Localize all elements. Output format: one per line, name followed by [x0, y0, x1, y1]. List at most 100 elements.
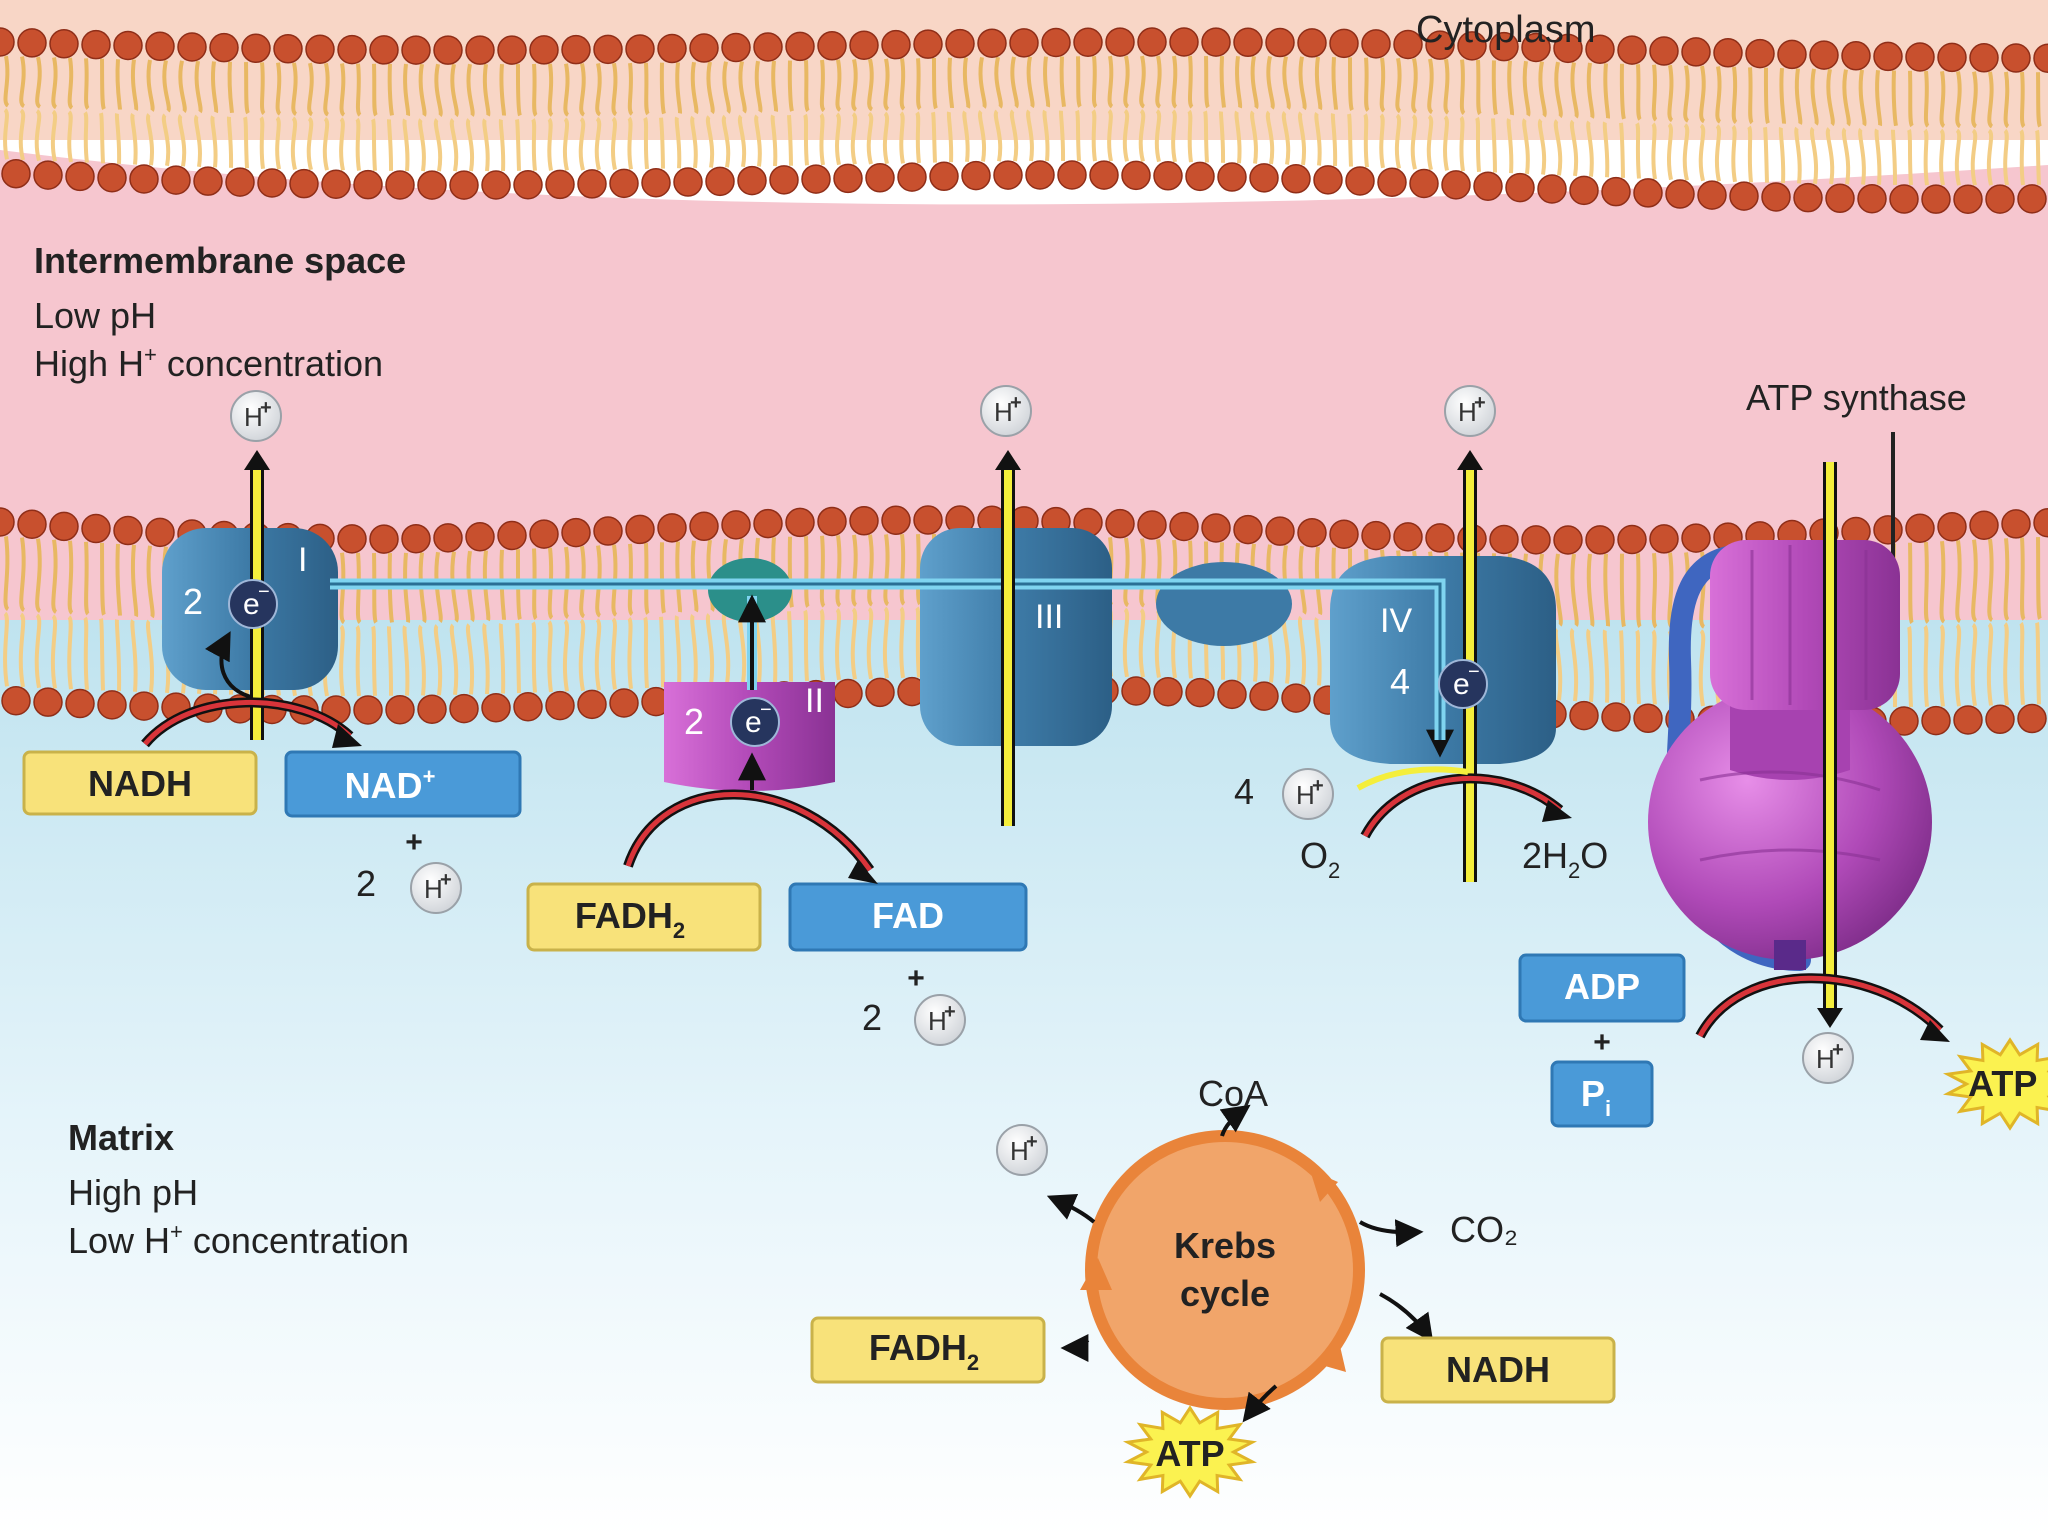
svg-text:NAD+: NAD+	[345, 764, 436, 806]
svg-text:−: −	[1468, 661, 1480, 683]
atp-synthase-neck	[1730, 700, 1850, 780]
nadh-box-krebs: NADH	[1380, 1336, 1616, 1404]
proton-token-fad: H+	[914, 994, 966, 1046]
proton-token-complex-i: H+	[230, 390, 282, 442]
svg-text:ATP: ATP	[1155, 1433, 1224, 1474]
adp-plus-sign: +	[1593, 1026, 1611, 1059]
proton-token-oxygen: H+	[1282, 768, 1334, 820]
svg-text:+: +	[1010, 392, 1022, 414]
atp-star-synthase: ATP	[1942, 1037, 2048, 1131]
svg-text:H: H	[928, 1006, 947, 1036]
svg-text:+: +	[1832, 1039, 1844, 1061]
krebs-label-line1: Krebs	[1174, 1225, 1276, 1266]
proton-token-complex-iv: H+	[1444, 385, 1496, 437]
proton-tokens: H+H+H+H+H+H+H+H+	[230, 385, 1854, 1176]
complex-i-electron-arrow	[205, 631, 256, 700]
svg-text:H: H	[1296, 780, 1315, 810]
complex-i-electron-count: 2	[183, 581, 203, 622]
coa-label: CoA	[1198, 1073, 1268, 1114]
electron-token-3: e −	[1438, 659, 1488, 709]
krebs-cycle-circle	[1085, 1130, 1365, 1410]
fadh2-arc-head	[848, 860, 878, 884]
intermembrane-concentration: High H+ concentration	[34, 342, 383, 384]
svg-text:+: +	[260, 397, 272, 419]
svg-text:ADP: ADP	[1564, 966, 1640, 1007]
svg-text:FADH2: FADH2	[575, 895, 685, 943]
intermembrane-title: Intermembrane space	[34, 240, 406, 281]
oxygen-arc-head	[1542, 800, 1572, 822]
electron-token-1: e −	[228, 579, 278, 629]
ubiquinone	[708, 558, 792, 622]
svg-text:Pi: Pi	[1581, 1073, 1611, 1121]
outer-membrane-tails	[3, 55, 2042, 186]
nad-proton-count: 2	[356, 863, 376, 904]
fad-box: FAD	[788, 882, 1028, 952]
svg-text:e: e	[745, 706, 762, 739]
complex-iii	[920, 528, 1112, 746]
coa-arrow	[1219, 1104, 1251, 1137]
svg-text:FAD: FAD	[872, 895, 944, 936]
co2-arrow	[1358, 1219, 1424, 1248]
krebs-cycle-arrow-2	[1318, 1346, 1346, 1372]
fad-proton-count: 2	[862, 997, 882, 1038]
svg-text:−: −	[258, 581, 270, 603]
krebs-cycle-arrow-3	[1080, 1258, 1112, 1290]
proton-channel-atp-synthase	[1817, 462, 1843, 1028]
svg-text:H: H	[1458, 397, 1477, 427]
krebs-nadh-arrow	[1379, 1292, 1434, 1343]
svg-text:H: H	[994, 397, 1013, 427]
cytoplasm-label: Cytoplasm	[1416, 9, 1596, 51]
atp-arc	[1697, 975, 1942, 1038]
oxygen-proton-count: 4	[1234, 771, 1254, 812]
proton-channel-iii	[995, 450, 1021, 826]
atp-synthase-base	[1774, 940, 1806, 970]
krebs-cycle-arrow-1	[1310, 1170, 1338, 1202]
outer-membrane-heads	[0, 27, 2048, 214]
fadh2-box-krebs: FADH2	[810, 1316, 1046, 1384]
krebs-fadh2-arrow	[1060, 1333, 1090, 1362]
oxygen-arc	[1362, 775, 1562, 838]
electron-token-2: e −	[730, 697, 780, 747]
atp-synthase-fo	[1710, 540, 1900, 710]
intermembrane-ph: Low pH	[34, 295, 156, 336]
svg-text:e: e	[1453, 668, 1470, 701]
complex-iv-electron-count: 4	[1390, 661, 1410, 702]
svg-text:H: H	[1010, 1136, 1029, 1166]
atp-star-krebs: ATP	[1122, 1405, 1258, 1499]
adp-box: ADP	[1518, 953, 1686, 1023]
water-label: 2H2O	[1522, 835, 1608, 883]
proton-token-atp-synthase: H+	[1802, 1032, 1854, 1084]
svg-text:H: H	[244, 402, 263, 432]
krebs-atp-arrow	[1242, 1384, 1278, 1423]
matrix-concentration: Low H+ concentration	[68, 1219, 409, 1261]
intermembrane-region	[0, 150, 2048, 620]
krebs-label-line2: cycle	[1180, 1273, 1270, 1314]
complex-ii-label: II	[805, 682, 824, 720]
oxygen-label: O2	[1300, 835, 1340, 883]
svg-text:NADH: NADH	[1446, 1349, 1550, 1390]
phosphate-box: Pi	[1550, 1060, 1654, 1128]
svg-text:+: +	[1474, 392, 1486, 414]
proton-token-complex-iii: H+	[980, 385, 1032, 437]
atp-synthase-label: ATP synthase	[1746, 377, 1967, 418]
svg-text:e: e	[243, 588, 260, 621]
nad-plus-box: NAD+	[284, 750, 522, 818]
fad-plus-sign: +	[907, 962, 925, 995]
nadh-box: NADH	[22, 750, 258, 816]
nadh-arc-head	[332, 724, 362, 748]
complex-ii-electron-count: 2	[684, 701, 704, 742]
cytoplasm-region	[0, 0, 2048, 140]
complex-i-label: I	[298, 541, 307, 579]
matrix-ph: High pH	[68, 1172, 198, 1213]
co2-label: CO₂	[1450, 1209, 1518, 1250]
complex-iv-label: IV	[1380, 602, 1412, 640]
svg-text:+: +	[1026, 1131, 1038, 1153]
svg-text:ATP: ATP	[1968, 1063, 2037, 1104]
nad-plus-sign: +	[405, 826, 423, 859]
nadh-arc	[143, 700, 352, 746]
svg-text:H: H	[424, 874, 443, 904]
matrix-title: Matrix	[68, 1117, 174, 1158]
complex-iii-label: III	[1035, 598, 1063, 636]
fadh2-arc	[625, 792, 873, 872]
